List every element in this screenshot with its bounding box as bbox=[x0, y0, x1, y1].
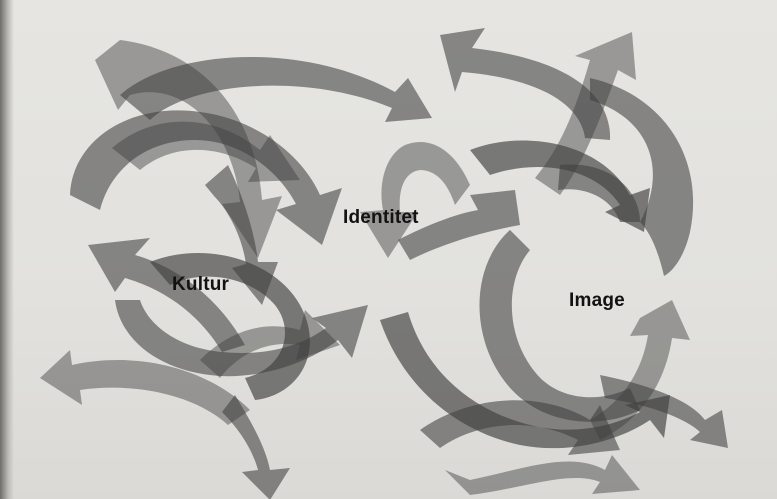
label-kultur: Kultur bbox=[172, 274, 229, 296]
label-image: Image bbox=[569, 290, 625, 312]
label-identitet: Identitet bbox=[343, 207, 419, 229]
arrow-top-left-4 bbox=[112, 122, 300, 182]
arrow-bottom-right-6 bbox=[445, 455, 640, 495]
arrow-bottom-left-5 bbox=[222, 395, 290, 499]
arrow-top-right-5 bbox=[558, 164, 640, 222]
